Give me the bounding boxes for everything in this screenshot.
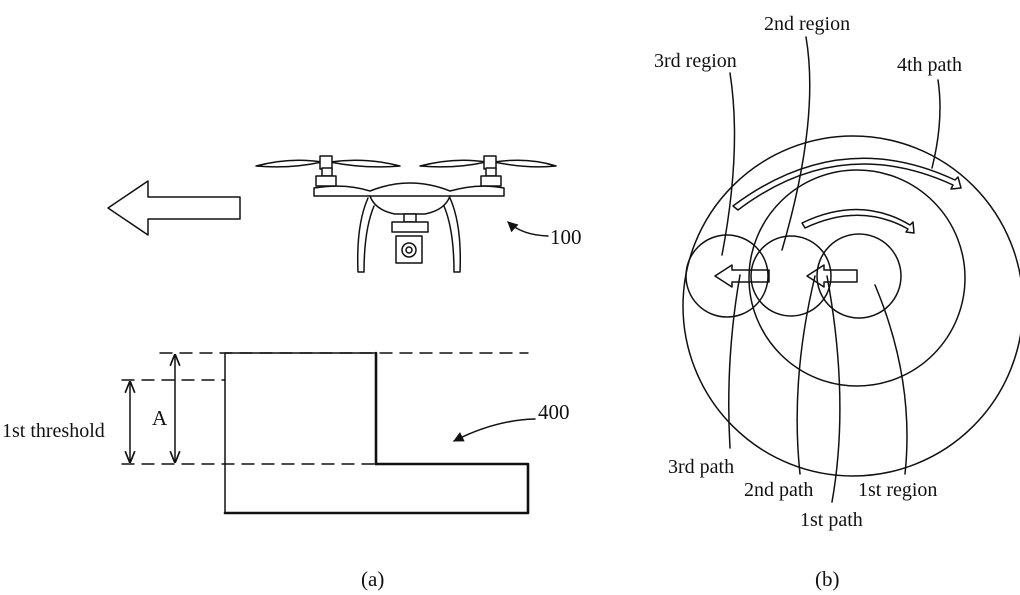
leader-2nd-region (781, 36, 811, 251)
leader-2nd-path (796, 275, 816, 475)
obstacle-ref-leader (453, 418, 536, 442)
leader-1st-region (874, 284, 908, 475)
label-2nd-region: 2nd region (764, 13, 850, 35)
region-3-circle (685, 234, 769, 318)
path-2-arrow (806, 264, 858, 288)
leader-3rd-region (721, 72, 736, 256)
path-4-arc (732, 157, 962, 211)
caption-a: (a) (361, 567, 384, 591)
obstacle-ref-label: 400 (538, 400, 570, 424)
threshold-label: 1st threshold (2, 420, 105, 442)
path-3-arrow (714, 264, 770, 288)
height-a-label: A (152, 406, 168, 430)
region-2-ring (748, 169, 966, 387)
leader-1st-path (826, 275, 841, 503)
label-1st-region: 1st region (858, 479, 937, 501)
panel-b: 2nd region 3rd region 4th path 3rd path … (654, 13, 1020, 591)
label-2nd-path: 2nd path (744, 479, 813, 501)
leader-3rd-path (728, 274, 741, 449)
label-3rd-path: 3rd path (668, 456, 734, 478)
path-1-arc (801, 208, 915, 234)
caption-b: (b) (815, 567, 840, 591)
drone-ref-label: 100 (550, 225, 582, 249)
drone-ref-leader (507, 221, 549, 237)
region-4-circle (682, 135, 1020, 477)
label-3rd-region: 3rd region (654, 50, 737, 72)
leader-4th-path (931, 79, 941, 169)
obstacle-shape (223, 351, 530, 515)
flight-direction-arrow (107, 180, 241, 236)
panel-a: 100 1st threshold A 400 (a) (2, 155, 582, 591)
drone-icon (255, 155, 557, 273)
label-1st-path: 1st path (800, 509, 863, 531)
label-4th-path: 4th path (897, 54, 962, 76)
region-1-circle (816, 233, 902, 319)
region-2-circle (750, 235, 832, 317)
